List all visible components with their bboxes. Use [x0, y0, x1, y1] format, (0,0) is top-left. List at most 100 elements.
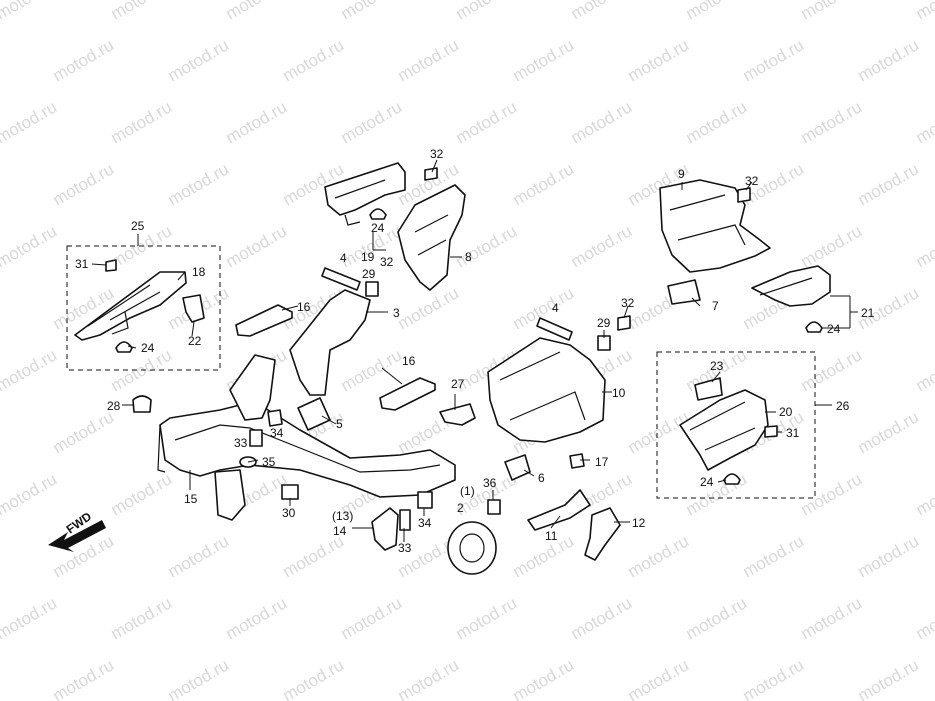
nut-34-b: [417, 491, 433, 509]
callout-3: 3: [393, 306, 400, 320]
callout-18: 18: [192, 265, 206, 279]
watermark-text: motod.ru: [740, 655, 808, 701]
callout-26: 26: [836, 399, 850, 413]
cover-21-detail: [759, 277, 813, 296]
watermark-text: motod.ru: [0, 345, 60, 395]
watermark-text: motod.ru: [568, 0, 636, 23]
callout-31-b: 31: [786, 426, 800, 440]
watermark-text: motod.ru: [913, 221, 935, 271]
watermark-text: motod.ru: [453, 0, 521, 23]
grommet-24-b: [369, 208, 387, 220]
callout-28: 28: [107, 399, 121, 413]
watermark-text: motod.ru: [453, 97, 521, 147]
horn-2: [447, 521, 497, 575]
callout-2: 2: [457, 501, 464, 515]
callout-32-b: 32: [380, 255, 394, 269]
bracket-14: [371, 507, 399, 551]
frame-15-leg: [214, 469, 246, 521]
forward-arrow: [48, 520, 106, 552]
watermark-text: motod.ru: [855, 655, 923, 701]
watermark-text: motod.ru: [108, 97, 176, 147]
watermark-text: motod.ru: [165, 655, 233, 701]
watermark-text: motod.ru: [50, 159, 118, 209]
watermark-text: motod.ru: [395, 655, 463, 701]
watermark-text: motod.ru: [395, 35, 463, 85]
detail-box-25: [66, 245, 221, 371]
panel-10: [487, 337, 606, 443]
callout-13: (13): [332, 509, 353, 523]
callout-16-b: 16: [402, 354, 416, 368]
watermark-text: motod.ru: [625, 531, 693, 581]
screw-32-a: [424, 167, 438, 181]
callout-17: 17: [595, 455, 609, 469]
cover-19-detail: [334, 179, 386, 226]
callout-8: 8: [465, 250, 472, 264]
bolt-28: [132, 395, 152, 413]
frame-15-front-tab: [157, 424, 166, 473]
callout-34-a: 34: [270, 426, 284, 440]
callout-22: 22: [188, 334, 202, 348]
bracket-27: [439, 403, 476, 426]
frame-15-inner: [174, 424, 441, 473]
panel-8: [397, 184, 466, 291]
watermark-text: motod.ru: [453, 593, 521, 643]
watermark-text: motod.ru: [223, 593, 291, 643]
detail-box-26: [656, 351, 816, 499]
watermark-text: motod.ru: [0, 221, 60, 271]
leader-lines: [91, 159, 858, 542]
screw-32-c: [737, 187, 751, 203]
callout-32-d: 32: [745, 174, 759, 188]
watermark-text: motod.ru: [223, 97, 291, 147]
callout-19: 19: [361, 250, 375, 264]
watermark-text: motod.ru: [0, 531, 2, 581]
watermark-text: motod.ru: [855, 159, 923, 209]
screw-31-b: [764, 425, 778, 438]
callout-23: 23: [710, 359, 724, 373]
watermark-text: motod.ru: [338, 593, 406, 643]
watermark-text: motod.ru: [683, 97, 751, 147]
watermark-text: motod.ru: [510, 531, 578, 581]
callout-5: 5: [336, 417, 343, 431]
callout-29-b: 29: [597, 316, 611, 330]
callout-10: 10: [612, 386, 626, 400]
bolt-29-b: [597, 335, 611, 351]
watermark-text: motod.ru: [395, 283, 463, 333]
watermark-text: motod.ru: [798, 469, 866, 519]
watermark-text: motod.ru: [223, 0, 291, 23]
watermark-text: motod.ru: [798, 0, 866, 23]
callout-30: 30: [282, 506, 296, 520]
callout-4-b: 4: [552, 301, 559, 315]
watermark-text: motod.ru: [0, 593, 60, 643]
bracket-12: [584, 507, 621, 561]
rubber-16-a: [235, 304, 293, 337]
callout-31-a: 31: [75, 257, 89, 271]
callout-6: 6: [538, 471, 545, 485]
watermark-text: motod.ru: [108, 593, 176, 643]
cover-9: [659, 179, 771, 273]
watermark-text: motod.ru: [913, 469, 935, 519]
watermark-text: motod.ru: [683, 469, 751, 519]
watermark-text: motod.ru: [913, 345, 935, 395]
watermark-text: motod.ru: [165, 531, 233, 581]
callout-1: (1): [460, 484, 475, 498]
callout-15: 15: [184, 492, 198, 506]
bracket-3: [289, 289, 371, 396]
watermark-text: motod.ru: [798, 221, 866, 271]
watermark-text: motod.ru: [683, 0, 751, 23]
rubber-4-b: [536, 317, 573, 341]
callout-20: 20: [779, 405, 793, 419]
callout-7: 7: [712, 299, 719, 313]
callout-33-a: 33: [234, 436, 248, 450]
bolt-33-a: [249, 429, 263, 447]
cover-20-detail: [689, 401, 756, 451]
watermark-text: motod.ru: [0, 469, 60, 519]
screw-32-b: [617, 315, 631, 331]
panel-10-detail: [499, 351, 586, 421]
watermark-text: motod.ru: [913, 0, 935, 23]
bolt-33-b: [399, 509, 411, 531]
callout-labels: (1) 2 3 4 4 5 6 7 8 9 10 11 12 (13) 14 1…: [75, 147, 875, 555]
nut-34-a: [267, 409, 283, 427]
watermark-text: motod.ru: [0, 407, 2, 457]
stay-11: [527, 489, 591, 531]
